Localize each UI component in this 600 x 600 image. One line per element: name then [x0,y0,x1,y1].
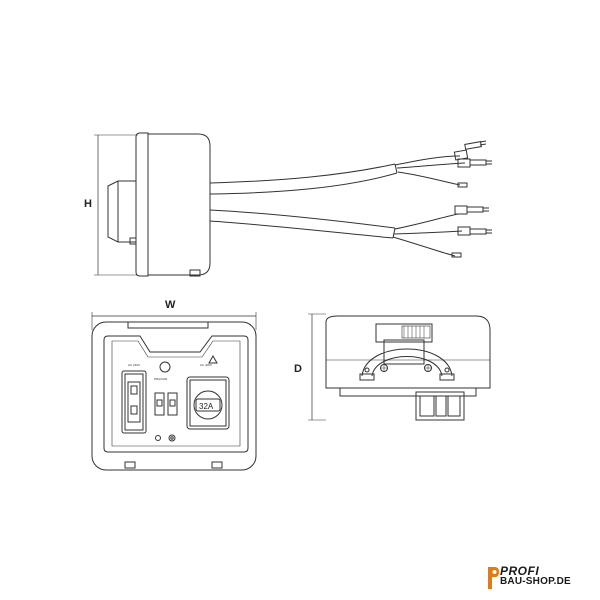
svg-text:PRAXAIR: PRAXAIR [154,377,168,381]
cable-upper [209,163,398,195]
profi-bau-shop-logo: PROFI BAU-SHOP.DE [486,563,594,593]
width-label: W [165,299,176,311]
logo-line2: BAU-SHOP.DE [500,576,571,587]
logo-mark-icon [488,567,499,589]
front-view: PRAXAIR AC 230V AC 400V 32A [91,312,257,471]
front-housing [91,321,257,471]
breaker-1 [154,392,165,416]
socket-rating-label: 32A [199,402,214,411]
indicator-knob [168,434,176,442]
depth-label: D [294,363,302,375]
svg-text:AC 400V: AC 400V [200,363,212,367]
indicator-lamp [155,435,161,441]
main-body [147,133,211,276]
cable-lower [209,209,396,239]
top-view [308,313,491,421]
rear-cover [135,132,149,277]
warning-triangle [208,354,218,364]
face-panel [103,335,249,453]
wall-bracket [107,180,137,243]
breaker-2 [167,392,178,416]
svg-text:AC 230V: AC 230V [128,363,140,367]
schuko-socket [121,370,147,434]
height-label: H [84,198,92,210]
carry-handle [361,348,453,377]
cee-socket [186,376,230,430]
side-view [94,132,492,277]
brand-logo-mark [159,361,171,373]
logo-line1: PROFI [500,564,540,578]
bottom-plug [415,391,465,421]
top-body [325,315,491,389]
